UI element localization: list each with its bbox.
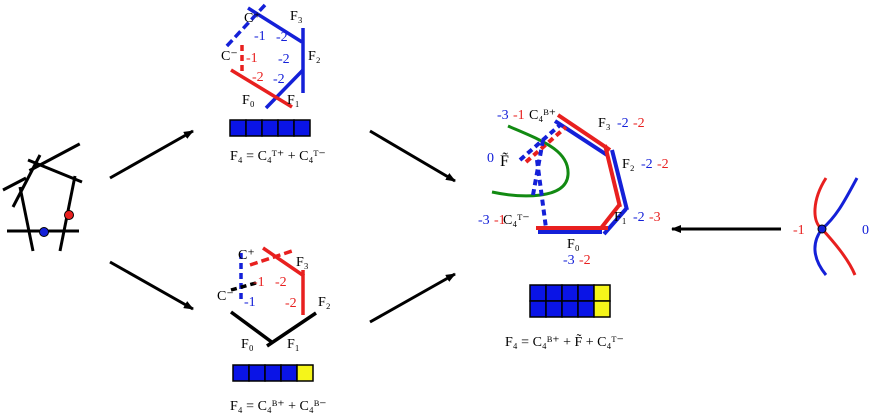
top-blue-number: -2 [276, 30, 288, 45]
top-red-number: -2 [252, 70, 264, 85]
left-pentagon-edge [27, 158, 83, 184]
bottom-f2-label: F₂ [318, 295, 331, 310]
right-f1-label: F₁ [614, 210, 627, 225]
arrows [109, 129, 781, 324]
bottom-c-minus-label: C⁻ [217, 289, 234, 304]
bottom-red-number: -1 [253, 275, 265, 290]
top-c-minus-label: C⁻ [221, 49, 238, 64]
red-point [64, 210, 74, 220]
right-c4-b-plus-label: C₄ᴮ⁺ [529, 108, 556, 123]
bottom-blue-number: -1 [244, 295, 256, 310]
crossing-red-value: -1 [793, 223, 805, 238]
right-number: -3 [497, 108, 509, 123]
top-red-number: -1 [246, 51, 258, 66]
cell-blue [280, 364, 298, 382]
top-diagram: C⁺ C⁻ F₃ F₂ F₁ F₀ -1 -2 -2 -2 -1 -2 F₄ =… [221, 3, 326, 164]
cell-blue [561, 284, 579, 302]
cell-blue [545, 284, 563, 302]
top-formula: F₄ = C₄ᵀ⁺ + C₄ᵀ⁻ [230, 149, 326, 164]
bottom-f3-label: F₃ [296, 255, 309, 270]
right-f2-label: F₂ [622, 157, 635, 172]
right-number: -1 [494, 213, 506, 228]
bottom-c-plus-label: C⁺ [238, 248, 255, 263]
bottom-diagram: C⁺ C⁻ F₃ F₂ F₁ F₀ -1 -2 -2 -1 F₄ = C₄ᴮ⁺ … [217, 246, 331, 414]
cell-blue [561, 300, 579, 318]
blue-point [39, 227, 49, 237]
top-blue-number: -2 [273, 72, 285, 87]
left-pentagon-edge [28, 142, 81, 172]
top-cell-strip [229, 119, 311, 137]
arrow-to-bottom [109, 260, 194, 311]
cell-blue [529, 284, 547, 302]
arrow-top-to-right [369, 129, 456, 183]
top-blue-number: -2 [278, 52, 290, 67]
right-number: -3 [649, 210, 661, 225]
cell-blue [232, 364, 250, 382]
right-number: -2 [641, 157, 653, 172]
cell-blue [293, 119, 311, 137]
cell-blue [245, 119, 263, 137]
left-pentagon-edge [18, 186, 35, 252]
right-number: -2 [657, 157, 669, 172]
bottom-cell-strip [232, 364, 314, 382]
bottom-red-number: -2 [285, 296, 297, 311]
right-number: -2 [633, 116, 645, 131]
cell-yellow [593, 284, 611, 302]
right-formula: F₄ = C₄ᴮ⁺ + F̃ + C₄ᵀ⁻ [505, 333, 624, 350]
crossing-point [817, 224, 827, 234]
right-c4-t-minus-label: C₄ᵀ⁻ [503, 213, 530, 228]
bottom-formula: F₄ = C₄ᴮ⁺ + C₄ᴮ⁻ [230, 399, 327, 414]
cell-blue [529, 300, 547, 318]
right-cell-grid [529, 284, 611, 318]
bottom-f0-label: F₀ [241, 337, 254, 352]
right-number: 0 [487, 151, 494, 166]
right-diagram: C₄ᴮ⁺ C₄ᵀ⁻ F̃ F₃ F₂ F₁ F₀ -3 -1 -2 -2 -2 … [478, 108, 669, 350]
cell-blue [264, 364, 282, 382]
top-blue-number: -1 [254, 29, 266, 44]
cell-blue [545, 300, 563, 318]
cell-yellow [296, 364, 314, 382]
cell-blue [261, 119, 279, 137]
top-f3-label: F₃ [290, 9, 303, 24]
right-number: -3 [563, 253, 575, 268]
cell-blue [577, 300, 595, 318]
right-number: -2 [617, 116, 629, 131]
right-number: -2 [579, 253, 591, 268]
cell-blue [577, 284, 595, 302]
crossing-blue-value: 0 [862, 223, 869, 238]
top-f2-label: F₂ [308, 49, 321, 64]
top-f0-label: F₀ [242, 93, 255, 108]
right-f0-label: F₀ [567, 237, 580, 252]
arrow-to-top [109, 129, 194, 180]
right-f3-label: F₃ [598, 116, 611, 131]
top-f1-label: F₁ [287, 93, 300, 108]
cell-yellow [593, 300, 611, 318]
left-pentagon-edge [2, 176, 27, 192]
bottom-red-number: -2 [275, 275, 287, 290]
cell-blue [248, 364, 266, 382]
right-f-tilde-label: F̃ [500, 152, 509, 170]
cell-blue [277, 119, 295, 137]
arrow-bottom-to-right [369, 272, 456, 324]
right-number: -1 [513, 108, 525, 123]
top-c-plus-label: C⁺ [244, 11, 261, 26]
bottom-f1-label: F₁ [287, 337, 300, 352]
cell-blue [229, 119, 247, 137]
right-number: -3 [478, 213, 490, 228]
right-number: -2 [633, 210, 645, 225]
